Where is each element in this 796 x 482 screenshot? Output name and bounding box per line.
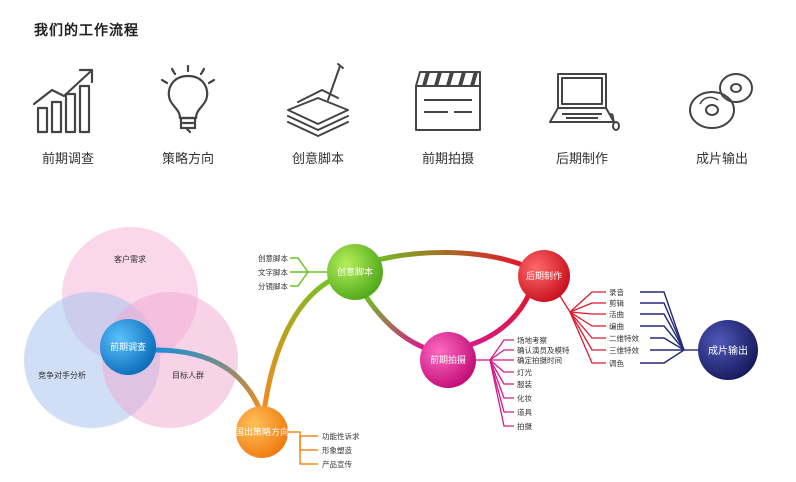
node-shoot-label: 前期拍摄 <box>430 354 466 366</box>
leaf-script: 创意脚本 <box>258 253 288 263</box>
step-label: 前期调查 <box>41 152 94 167</box>
node-output-label: 成片输出 <box>708 344 748 357</box>
venn-right-label: 目标人群 <box>172 370 204 380</box>
leaf-post: 编曲 <box>609 321 624 331</box>
leaf-post: 剪辑 <box>609 298 624 308</box>
lightbulb-icon <box>160 64 216 134</box>
leaf-post: 二维特效 <box>609 333 639 343</box>
leaf-post: 三维特效 <box>609 345 639 355</box>
arc-shoot-post <box>467 289 533 348</box>
step-label: 成片输出 <box>695 152 748 167</box>
page-title: 我们的工作流程 <box>34 23 139 39</box>
arc-script-shoot <box>362 292 428 351</box>
leaf-strategy: 形象塑造 <box>322 445 352 455</box>
leaf-post: 活曲 <box>609 309 624 319</box>
step-script: 创意脚本 <box>258 60 378 167</box>
node-shoot <box>420 332 476 388</box>
leaf-strategy: 产品宣传 <box>322 459 352 469</box>
node-script <box>327 244 383 300</box>
step-research: 前期调查 <box>8 60 128 167</box>
node-post <box>518 250 570 302</box>
leaf-script: 文字脚本 <box>258 267 288 277</box>
discs-icon <box>689 73 753 129</box>
step-label: 后期制作 <box>555 152 608 167</box>
workflow-steps: 前期调查 策略方向 创意脚本 <box>0 60 796 180</box>
node-strategy <box>236 406 288 458</box>
leaf-post: 录音 <box>609 287 624 297</box>
shoot-branches <box>476 339 514 427</box>
strategy-branches <box>288 431 318 465</box>
step-strategy: 策略方向 <box>128 60 248 167</box>
node-post-label: 后期制作 <box>526 270 562 282</box>
laptop-icon <box>549 73 620 131</box>
venn-left-label: 竞争对手分析 <box>38 370 86 380</box>
output-branches <box>640 291 698 364</box>
leaf-post: 调色 <box>609 358 624 368</box>
step-label: 策略方向 <box>161 152 214 167</box>
node-research-label: 前期调查 <box>110 341 146 353</box>
leaf-shoot: 场地考察 <box>517 335 547 345</box>
arc-script-post <box>367 249 523 267</box>
script-branches <box>290 257 327 287</box>
node-research <box>100 319 156 375</box>
post-branches <box>559 291 606 364</box>
venn-top-label: 客户需求 <box>114 254 146 264</box>
node-script-label: 创意脚本 <box>337 266 373 278</box>
workflow-mindmap: 客户需求 竞争对手分析 目标人群 前期调查 国出策略方向 功能性诉求 形象塑造 … <box>0 200 796 478</box>
leaf-shoot: 道具 <box>517 407 532 417</box>
leaf-shoot: 拍摄 <box>517 421 532 431</box>
step-label: 创意脚本 <box>291 152 344 167</box>
leaf-shoot: 确认演员及模特 <box>517 345 570 355</box>
step-post: 后期制作 <box>522 60 642 167</box>
clapperboard-icon <box>415 71 481 131</box>
growth-chart-icon <box>32 68 94 134</box>
arc-strategy-script <box>262 275 338 408</box>
leaf-shoot: 确定拍摄时间 <box>517 355 562 365</box>
step-label: 前期拍摄 <box>421 152 474 167</box>
mindmap-svg: 客户需求 竞争对手分析 目标人群 前期调查 国出策略方向 功能性诉求 形象塑造 … <box>24 227 758 469</box>
step-output: 成片输出 <box>662 60 782 167</box>
leaf-shoot: 服装 <box>517 379 532 389</box>
leaf-strategy: 功能性诉求 <box>322 431 360 441</box>
leaf-shoot: 化妆 <box>517 393 532 403</box>
node-strategy-label: 国出策略方向 <box>235 426 289 438</box>
leaf-shoot: 灯光 <box>517 367 532 377</box>
step-shoot: 前期拍摄 <box>388 60 508 167</box>
paper-stack-pen-icon <box>287 63 349 137</box>
leaf-script: 分镜脚本 <box>258 281 288 291</box>
node-output <box>698 320 758 380</box>
arc-research-strategy <box>152 347 263 413</box>
